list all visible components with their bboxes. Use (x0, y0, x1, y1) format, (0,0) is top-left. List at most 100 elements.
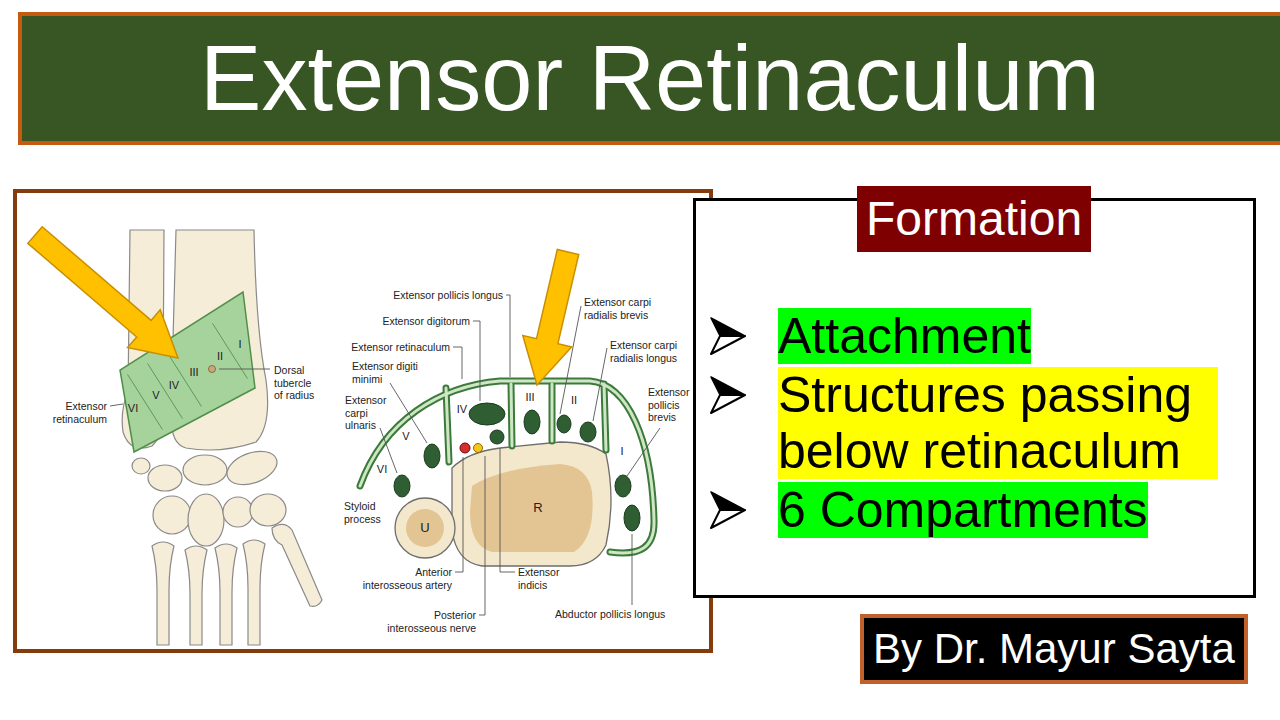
septum (551, 384, 554, 441)
retinaculum-outline (360, 381, 654, 553)
leader-line (473, 321, 480, 401)
bullet-row: Attachment (708, 308, 1253, 364)
compartment-numeral: IV (169, 379, 179, 392)
bullet-arrow (708, 367, 748, 423)
nerve-dot (474, 444, 483, 453)
compartment-numeral: I (620, 445, 623, 458)
bullet-text: 6 Compartments (778, 482, 1148, 538)
metacarpal-bone (243, 540, 265, 645)
author-text: By Dr. Mayur Sayta (873, 624, 1235, 674)
heading-text: Formation (866, 190, 1082, 248)
septum (604, 384, 606, 450)
carpal-bone (188, 494, 224, 546)
retinaculum-arc (360, 381, 654, 553)
leader-lines (110, 295, 660, 615)
anatomy-label: Extensor pollicis brevis (648, 386, 696, 424)
bullet-arrow-bottom (711, 336, 745, 354)
metacarpal-bone (215, 544, 237, 645)
anatomy-label: Extensor digitorum (350, 315, 470, 328)
carpal-bone (250, 494, 286, 526)
leader-line (453, 347, 462, 379)
anatomy-label: Dorsal tubercle of radius (274, 364, 321, 402)
retinaculum-fill (360, 381, 654, 553)
leader-line (390, 383, 427, 443)
metacarpal-bone (185, 546, 207, 645)
compartment-numeral: V (402, 430, 409, 443)
dorsal-tubercle (209, 366, 216, 373)
artery-dot (460, 443, 470, 453)
carpal-bone (222, 445, 281, 491)
bullet-text: Structures passing below retinaculum (778, 367, 1218, 479)
compartment-numeral: III (525, 391, 534, 404)
tendon (557, 415, 571, 433)
bone-letter: R (533, 500, 542, 516)
anatomy-label: Extensor retinaculum (35, 400, 107, 425)
metacarpal-bone (272, 524, 322, 606)
septum (511, 384, 512, 446)
compartment-numeral: I (238, 338, 241, 351)
title-bar: Extensor Retinaculum (18, 12, 1280, 145)
septum (549, 384, 556, 441)
leader-line (627, 428, 660, 476)
tendons (394, 403, 640, 531)
compartment-numeral: V (152, 389, 159, 402)
leader-line (479, 456, 485, 615)
tendon (624, 505, 640, 531)
anatomy-label: Extensor digiti minimi (352, 360, 432, 385)
bullet-text: Attachment (778, 308, 1031, 364)
compartment-numeral: VI (377, 463, 387, 476)
bullet-arrow-bottom (711, 395, 745, 413)
anatomy-label: Abductor pollicis longus (555, 608, 695, 621)
bullet-arrow-bottom (711, 510, 745, 528)
carpal-bone (183, 455, 227, 485)
carpal-bone (153, 496, 191, 534)
anatomy-label: Extensor pollicis longus (353, 289, 503, 302)
compartment-numeral: II (217, 350, 223, 363)
tendon (615, 475, 631, 497)
compartment-numeral: III (189, 366, 198, 379)
tendon (394, 475, 410, 497)
carpal-bone (132, 458, 150, 474)
compartment-numeral: IV (457, 403, 467, 416)
leader-line (506, 295, 510, 377)
septum (446, 388, 449, 462)
leader-line (110, 404, 123, 406)
bullet-arrow-top (711, 377, 745, 395)
bullet-arrow-top (711, 492, 745, 510)
bullet-arrow (708, 308, 748, 364)
image-frame (15, 191, 711, 651)
bone-letter: U (420, 520, 429, 536)
bullet-arrow-top (711, 318, 745, 336)
tendon (524, 410, 540, 434)
tendon (490, 430, 504, 444)
retinaculum-arc (360, 381, 654, 553)
anatomy-label: Posterior interosseous nerve (381, 609, 476, 634)
heading-tag: Formation (857, 186, 1091, 252)
band-divider (128, 374, 163, 429)
tendon (580, 422, 596, 442)
anatomy-label: Extensor carpi radialis longus (610, 339, 690, 364)
anatomy-label: Extensor carpi radialis brevis (584, 296, 664, 321)
septum (446, 388, 449, 462)
content-panel: AttachmentStructures passing below retin… (693, 198, 1256, 598)
author-box: By Dr. Mayur Sayta (860, 614, 1248, 684)
pointer-arrow (523, 250, 579, 386)
anatomy-label: Styloid process (344, 500, 394, 525)
title-text: Extensor Retinaculum (200, 26, 1100, 132)
septum (604, 384, 606, 450)
anatomy-label: Anterior interosseous artery (357, 566, 452, 591)
septum (511, 384, 512, 446)
ulna-marrow (406, 509, 444, 547)
radius-marrow (470, 464, 593, 552)
tendon (424, 444, 440, 468)
leader-line (455, 457, 463, 572)
metacarpal-bone (152, 542, 174, 645)
bullet-row: Structures passing below retinaculum (708, 367, 1253, 479)
leader-line (219, 369, 270, 370)
anatomy-label: Extensor indicis (518, 566, 568, 591)
carpal-bone (223, 497, 253, 527)
bullet-row: 6 Compartments (708, 482, 1253, 538)
ulna-section (395, 498, 455, 558)
bullet-arrow (708, 482, 748, 538)
